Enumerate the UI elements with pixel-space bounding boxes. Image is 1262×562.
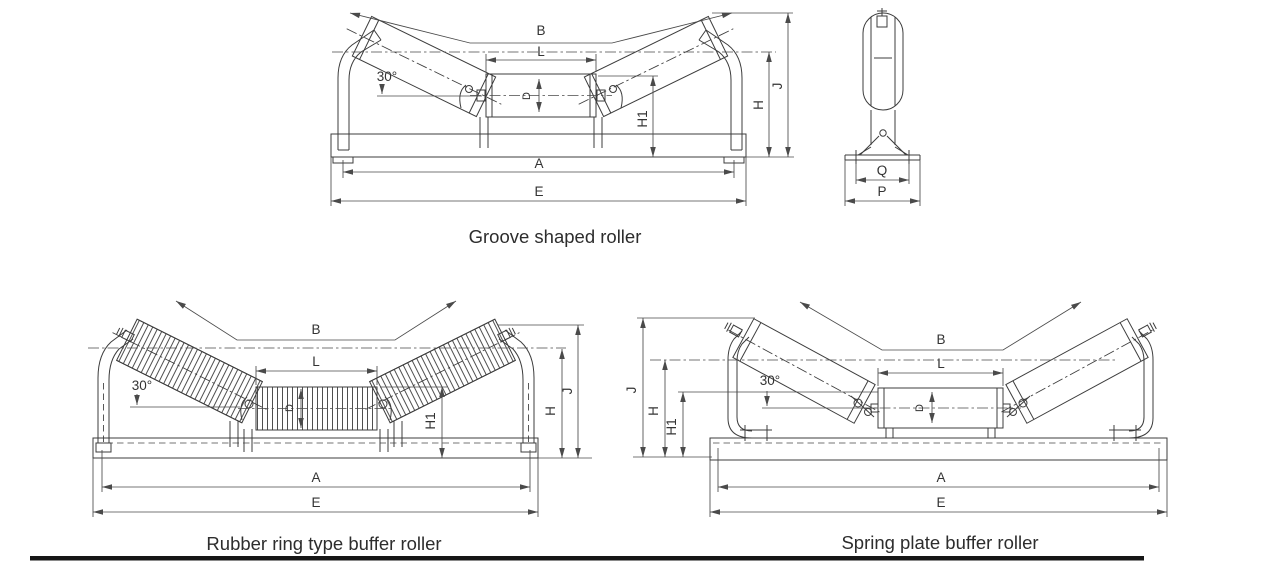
dim-label-d: D	[521, 92, 533, 100]
dim-label-e: E	[311, 495, 320, 510]
groove-front-view: B L D 30° A E H1 H J	[330, 8, 794, 206]
dim-label-d: D	[284, 404, 296, 412]
dim-label-h1: H1	[423, 412, 438, 429]
dim-label-j: J	[560, 388, 575, 395]
groove-side-view: Q P	[844, 8, 921, 206]
rubber-front-view: B L D 30° A E H1 H J	[88, 300, 592, 517]
dim-label-b: B	[936, 332, 945, 347]
dim-label-h: H	[543, 406, 558, 416]
dim-label-a: A	[311, 470, 320, 485]
dim-label-q: Q	[877, 163, 888, 178]
dim-label-j: J	[770, 83, 785, 90]
dim-label-l: L	[537, 44, 545, 59]
dim-label-angle: 30°	[760, 373, 780, 388]
bottom-bar	[30, 556, 1144, 561]
dim-label-angle: 30°	[377, 69, 397, 84]
spring-front-view: B L D 30° A E J H H1	[624, 301, 1168, 517]
dim-label-a: A	[936, 470, 945, 485]
dim-label-d: D	[914, 404, 926, 412]
dim-label-h1: H1	[664, 418, 679, 435]
caption-spring: Spring plate buffer roller	[841, 532, 1038, 553]
dim-label-j: J	[624, 387, 639, 394]
dim-label-l: L	[937, 356, 945, 371]
dim-label-h: H	[751, 100, 766, 110]
dim-label-h1: H1	[635, 110, 650, 127]
dim-label-h: H	[646, 406, 661, 416]
dim-label-e: E	[936, 495, 945, 510]
dim-label-b: B	[311, 322, 320, 337]
dim-label-a: A	[534, 156, 543, 171]
dim-label-angle: 30°	[132, 378, 152, 393]
dim-label-e: E	[534, 184, 543, 199]
dim-label-p: P	[877, 184, 886, 199]
caption-groove: Groove shaped roller	[469, 226, 642, 247]
dim-label-l: L	[312, 354, 320, 369]
dim-label-b: B	[536, 23, 545, 38]
caption-rubber: Rubber ring type buffer roller	[206, 533, 441, 554]
